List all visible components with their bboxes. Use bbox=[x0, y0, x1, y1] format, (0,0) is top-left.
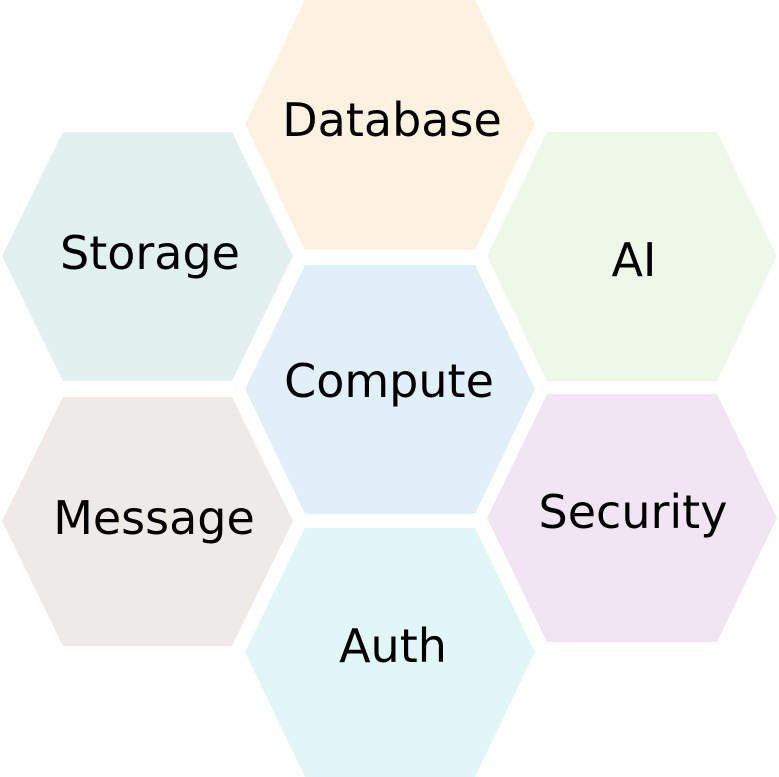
hex-compute-label: Compute bbox=[284, 354, 494, 408]
hex-ai-label: AI bbox=[611, 233, 656, 287]
hex-compute-shape bbox=[245, 265, 535, 514]
hex-compute: Compute bbox=[245, 265, 535, 514]
hex-database-shape bbox=[245, 0, 535, 250]
hex-auth: Auth bbox=[245, 528, 535, 777]
hex-auth-label: Auth bbox=[339, 619, 447, 673]
hex-database: Database bbox=[245, 0, 535, 250]
hex-message: Message bbox=[2, 397, 293, 646]
hex-security: Security bbox=[487, 394, 777, 642]
hex-storage-shape bbox=[2, 132, 293, 381]
hex-security-shape bbox=[487, 394, 777, 642]
hex-ai-shape bbox=[487, 132, 777, 381]
hex-database-label: Database bbox=[282, 93, 502, 147]
hex-message-label: Message bbox=[53, 491, 255, 545]
hex-message-shape bbox=[2, 397, 293, 646]
hex-auth-shape bbox=[245, 528, 535, 777]
hex-ai: AI bbox=[487, 132, 777, 381]
hex-security-label: Security bbox=[539, 485, 728, 539]
hex-storage-label: Storage bbox=[60, 226, 240, 280]
hex-storage: Storage bbox=[2, 132, 293, 381]
